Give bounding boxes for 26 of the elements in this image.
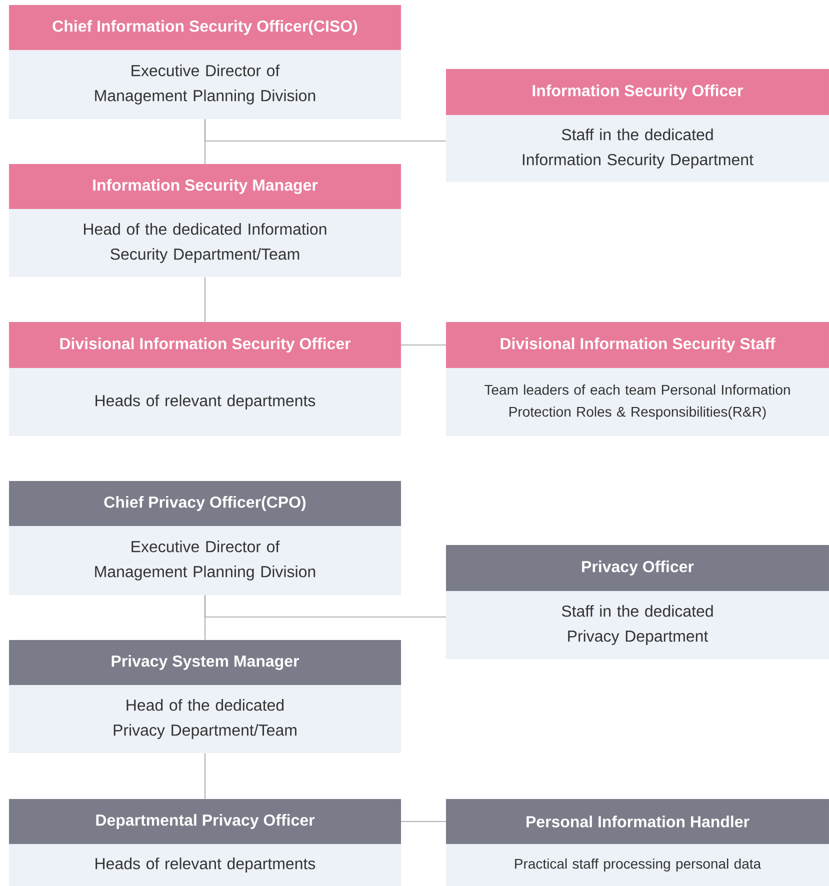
card-header: Information Security Officer <box>446 69 829 115</box>
connector-line <box>204 276 206 322</box>
card-body: Staff in the dedicated Privacy Department <box>446 591 829 659</box>
card-header: Personal Information Handler <box>446 799 829 844</box>
connector-line <box>204 118 446 142</box>
connector-line <box>400 344 446 346</box>
card-body: Head of the dedicated Information Security Department/Team <box>9 209 401 277</box>
card-header: Departmental Privacy Officer <box>9 799 401 844</box>
card-header: Chief Privacy Officer(CPO) <box>9 481 401 526</box>
connector-line <box>204 594 446 618</box>
card-body: Practical staff processing personal data <box>446 844 829 886</box>
card-body: Staff in the dedicated Information Security Department <box>446 115 829 182</box>
card-header: Privacy System Manager <box>9 640 401 685</box>
card-body: Heads of relevant departments <box>9 368 401 436</box>
card-body: Heads of relevant departments <box>9 844 401 886</box>
connector-line <box>400 821 446 822</box>
card-header: Privacy Officer <box>446 545 829 591</box>
card-header: Divisional Information Security Officer <box>9 322 401 368</box>
card-header: Information Security Manager <box>9 164 401 209</box>
card-body: Team leaders of each team Personal Information Protection Roles & Responsibilities(R&R) <box>446 368 829 436</box>
card-header: Chief Information Security Officer(CISO) <box>9 5 401 50</box>
card-body: Executive Director of Management Planning Division <box>9 526 401 595</box>
card-header: Divisional Information Security Staff <box>446 322 829 368</box>
connector-line <box>204 752 206 800</box>
card-body: Executive Director of Management Planning Division <box>9 50 401 119</box>
card-body: Head of the dedicated Privacy Department/Team <box>9 685 401 753</box>
